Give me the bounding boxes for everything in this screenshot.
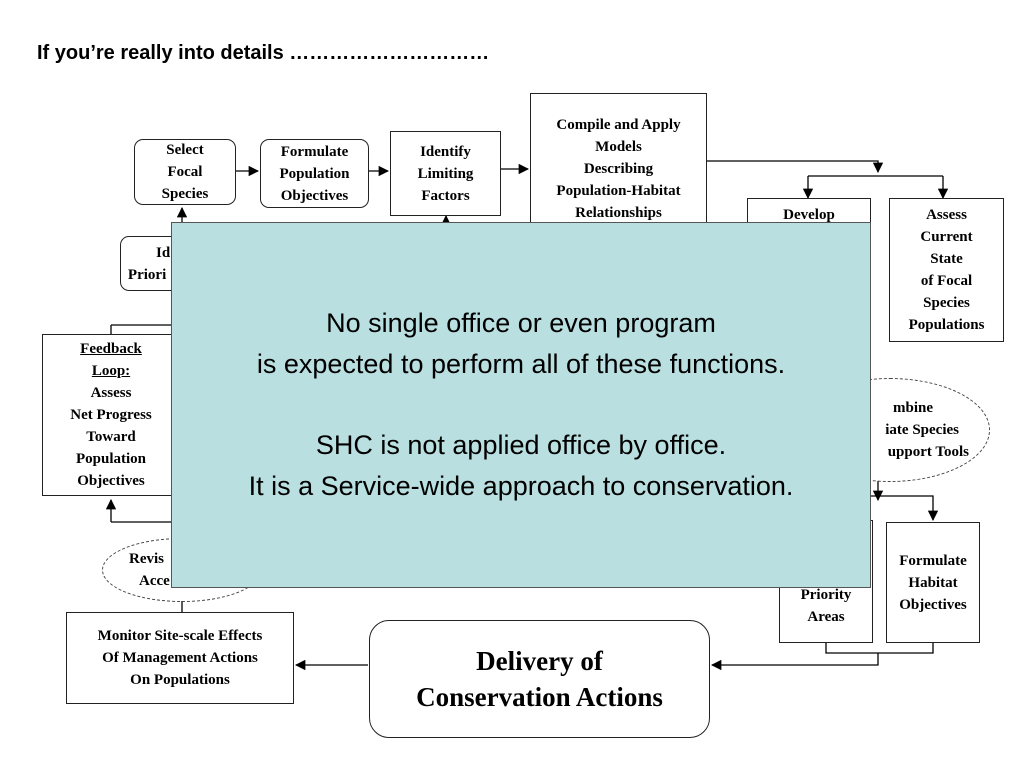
overlay-line-1: No single office or even program bbox=[326, 308, 716, 338]
identify-limiting-factors-box: Identify Limiting Factors bbox=[390, 131, 501, 216]
compile-models-box: Compile and Apply Models Describing Popu… bbox=[530, 93, 707, 231]
feedback-loop-box: Feedback Loop: Assess Net Progress Towar… bbox=[42, 334, 180, 496]
slide-title: If you’re really into details ………………………… bbox=[37, 42, 490, 64]
overlay-line-4: It is a Service-wide approach to conserv… bbox=[248, 471, 794, 501]
habitat-to-delivery-bracket bbox=[825, 643, 934, 654]
monitor-effects-box: Monitor Site-scale Effects Of Management… bbox=[66, 612, 294, 704]
formulate-habitat-objectives-box: Formulate Habitat Objectives bbox=[886, 522, 980, 643]
combine-tools-oval: mbine iate Species upport Tools bbox=[790, 378, 990, 482]
bracket-to-delivery bbox=[710, 653, 879, 671]
arrow-to-habitat bbox=[871, 495, 939, 522]
overlay-line-2: is expected to perform all of these func… bbox=[256, 349, 786, 379]
formulate-population-objectives-box: Formulate Population Objectives bbox=[260, 139, 369, 208]
select-focal-species-box: Select Focal Species bbox=[134, 139, 236, 205]
arrow-compile-branch bbox=[707, 160, 884, 174]
delivery-conservation-actions-box: Delivery of Conservation Actions bbox=[369, 620, 710, 738]
assess-current-state-box: Assess Current State of Focal Species Po… bbox=[889, 198, 1004, 342]
overlay-callout: No single office or even program is expe… bbox=[171, 222, 871, 588]
overlay-line-3: SHC is not applied office by office. bbox=[315, 430, 727, 460]
